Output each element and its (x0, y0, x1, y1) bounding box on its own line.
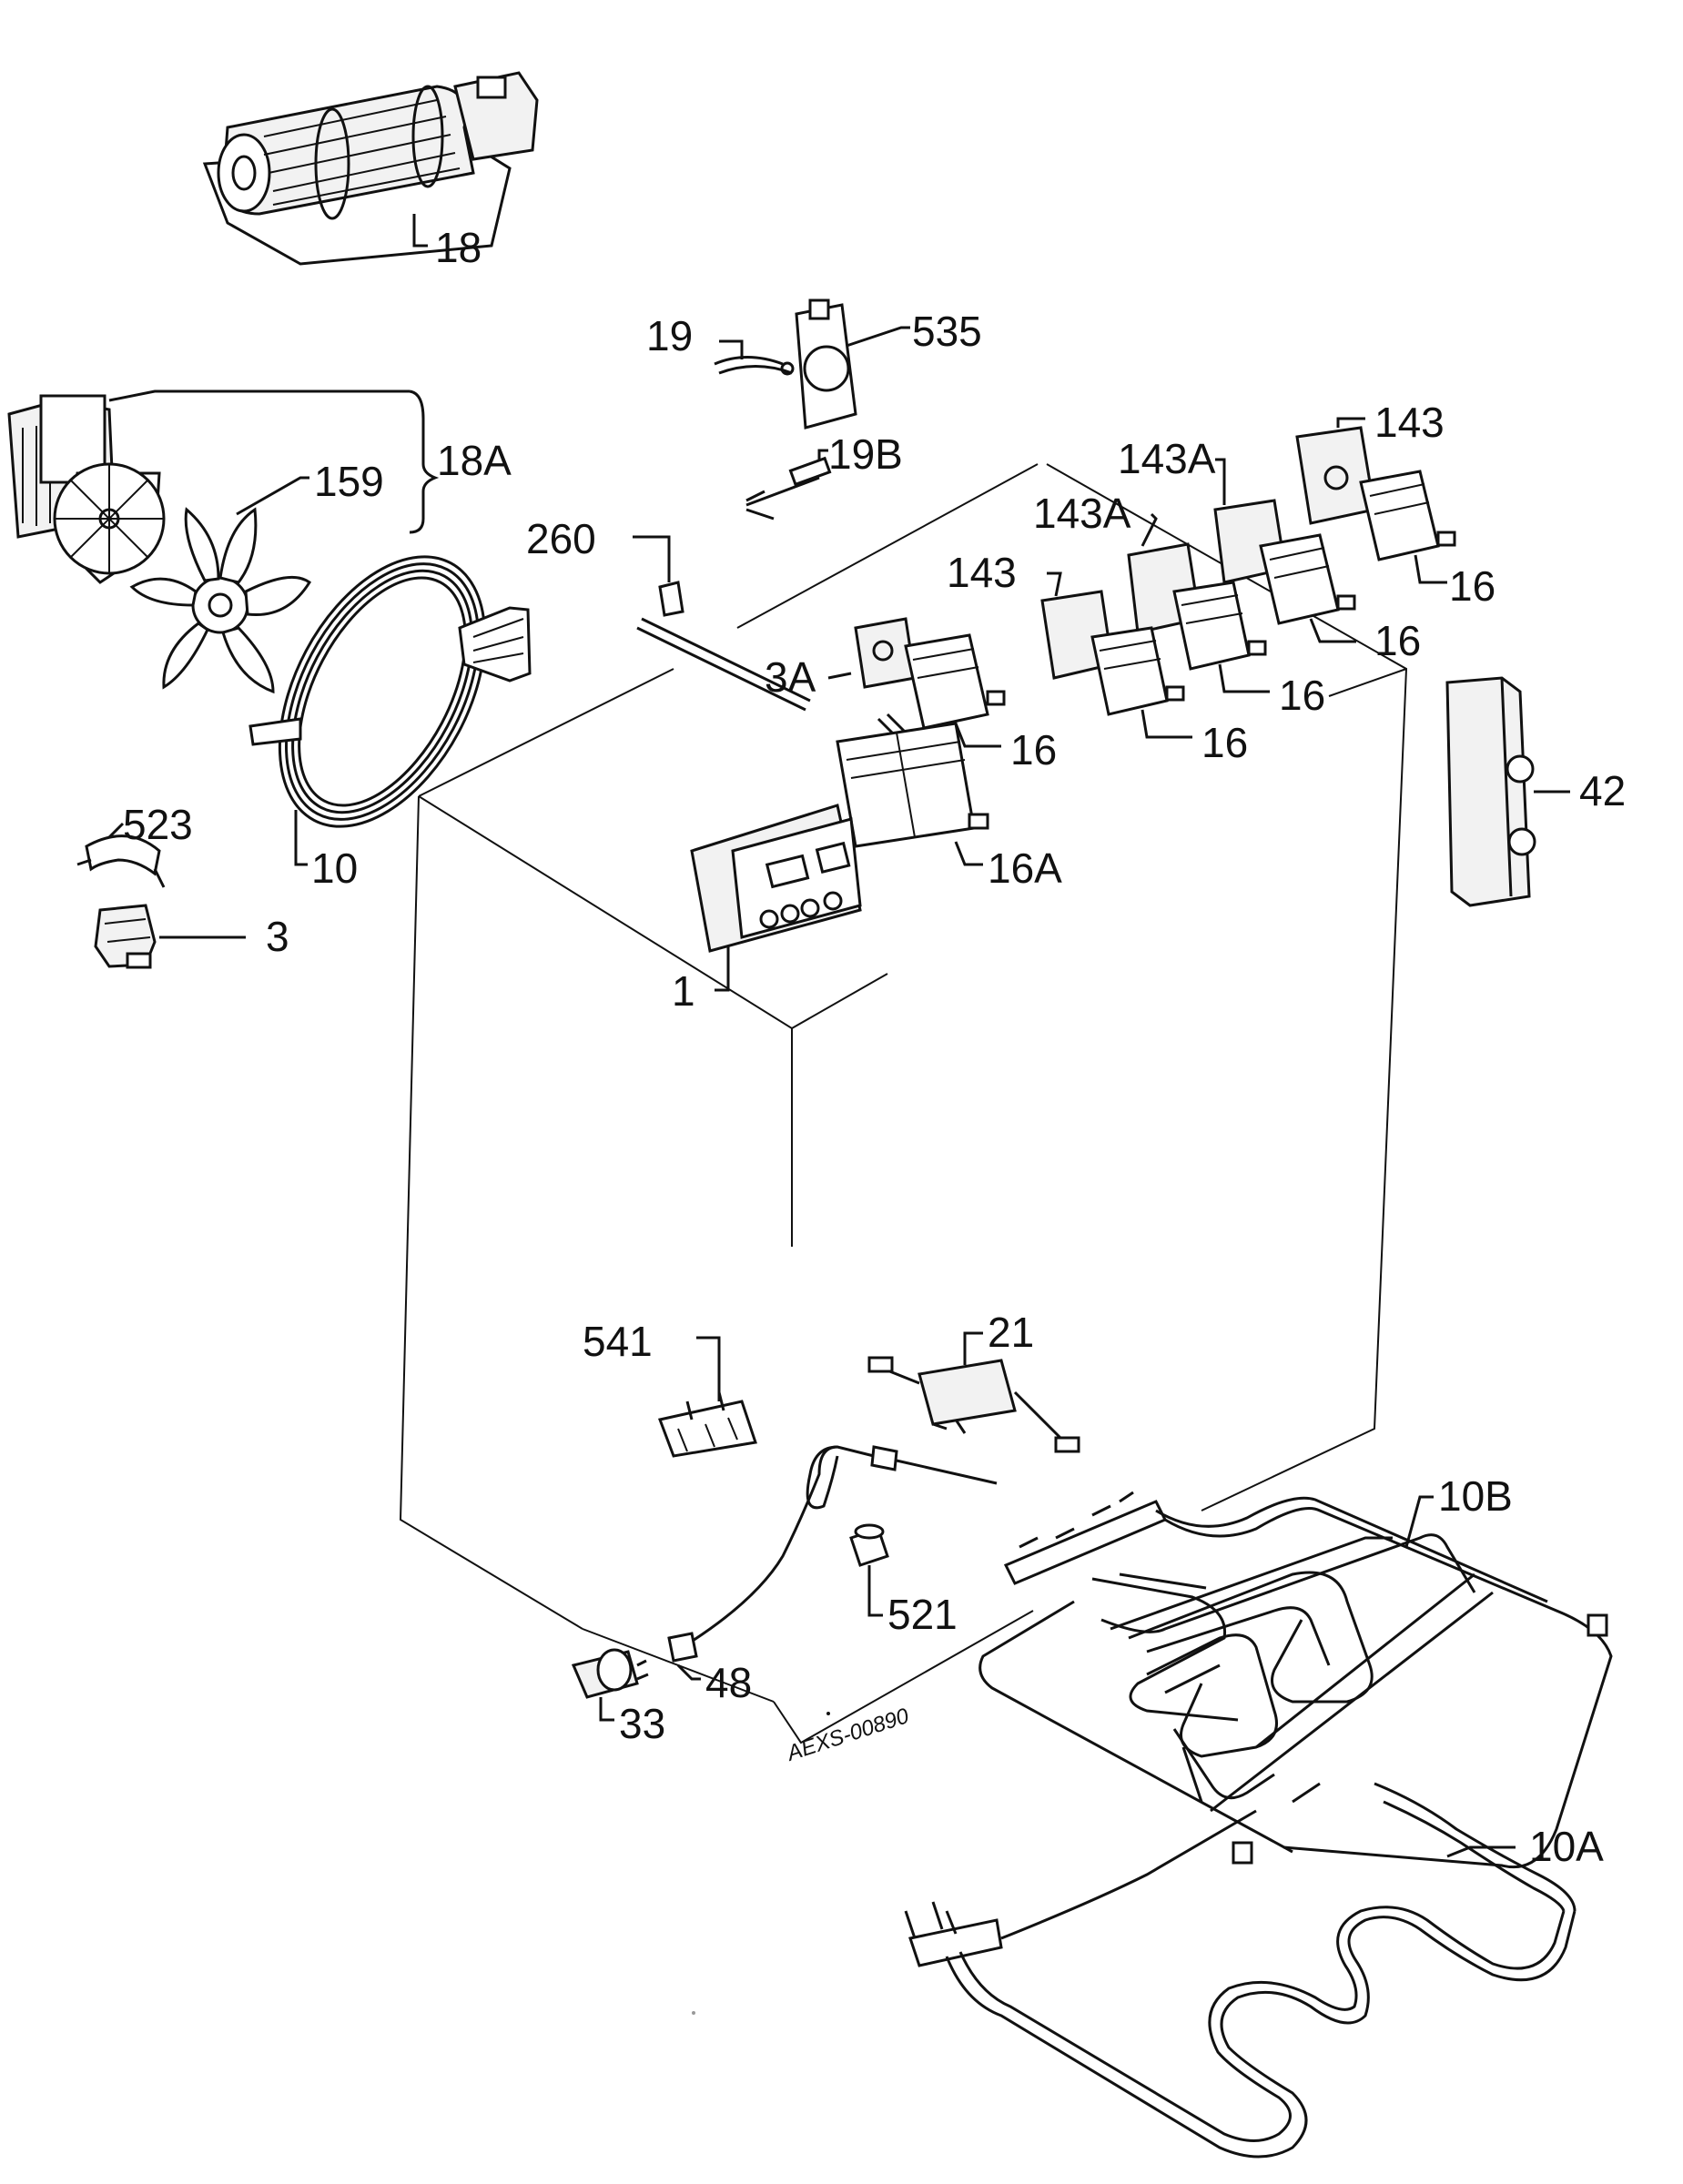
leader-10 (294, 810, 308, 866)
grill-element-part-10b (978, 1491, 1613, 1869)
leader-143a-2 (1141, 512, 1158, 547)
leader-143a-1 (1215, 458, 1226, 505)
leader-16-c (1218, 663, 1270, 693)
switch-part-16-d (1090, 626, 1185, 716)
leader-16-e (954, 723, 1001, 748)
label-48: 48 (705, 1659, 752, 1706)
leader-521 (867, 1565, 883, 1617)
label-16-e: 16 (1010, 726, 1057, 774)
leader-541 (696, 1336, 721, 1401)
leader-10a (1446, 1845, 1516, 1858)
label-42: 42 (1579, 767, 1626, 814)
bottom-element-part-10a (904, 1782, 1577, 2159)
label-18a: 18A (437, 437, 512, 484)
leader-535 (846, 326, 910, 348)
tangential-fan-part-18 (202, 71, 539, 266)
label-143a-1: 143A (1118, 435, 1216, 482)
label-10: 10 (311, 844, 358, 892)
label-19b: 19B (828, 430, 903, 478)
label-18: 18 (435, 224, 482, 271)
label-10b: 10B (1438, 1472, 1513, 1520)
switch-part-16-e (877, 633, 1006, 739)
speck-dot (692, 2011, 695, 2015)
label-21: 21 (988, 1309, 1034, 1356)
label-19: 19 (646, 312, 693, 359)
leader-143-2 (1047, 571, 1062, 597)
leader-19 (719, 339, 744, 359)
label-16-d: 16 (1201, 719, 1248, 766)
panel-part-42 (1445, 676, 1536, 907)
leader-18a (108, 389, 410, 402)
probe-part-260 (636, 581, 811, 712)
drawing-code: AEXS-00890 (783, 1704, 913, 1766)
leader-16-d (1141, 709, 1192, 739)
leader-19b (817, 449, 828, 460)
sensor-part-19b (745, 456, 832, 521)
leader-10b (1404, 1495, 1434, 1548)
label-33: 33 (619, 1700, 665, 1747)
thermostat-part-33 (571, 1648, 649, 1699)
thermal-fuse-part-21 (867, 1356, 1080, 1453)
label-260: 260 (526, 515, 596, 562)
thermostat-part-3 (94, 904, 157, 969)
electronic-timer-part-1 (690, 804, 862, 953)
timer-part-143-top (1295, 426, 1376, 525)
sensor-part-48 (667, 1445, 998, 1663)
switch-part-16a (836, 722, 989, 848)
bracket-part-535 (795, 298, 857, 430)
label-16a: 16A (988, 844, 1062, 892)
label-159: 159 (314, 458, 384, 505)
leader-260 (633, 535, 671, 582)
label-521: 521 (887, 1591, 958, 1638)
label-1: 1 (672, 967, 695, 1015)
label-143-2: 143 (947, 549, 1017, 596)
leader-21 (963, 1331, 983, 1365)
fan-motor-part-18a (7, 394, 166, 584)
label-541: 541 (583, 1318, 653, 1365)
switch-part-16-a (1359, 470, 1456, 561)
clip-part-523 (76, 834, 166, 888)
circular-element-part-10 (248, 555, 532, 828)
label-3a: 3A (765, 653, 816, 701)
label-16-b: 16 (1374, 617, 1421, 664)
label-143a-2: 143A (1033, 490, 1131, 537)
brace-18a (409, 389, 440, 534)
label-523: 523 (123, 801, 193, 848)
switch-part-16-b (1259, 533, 1356, 625)
leader-3a (827, 672, 852, 680)
leader-16-a (1414, 554, 1447, 584)
leader-18 (412, 214, 428, 248)
leader-523 (107, 822, 125, 839)
label-16-c: 16 (1279, 672, 1325, 719)
lamp-part-521 (849, 1523, 889, 1567)
wire-part-19 (714, 356, 795, 376)
leader-33 (599, 1697, 614, 1722)
label-3: 3 (266, 913, 289, 960)
label-10a: 10A (1529, 1823, 1604, 1870)
leader-143-top (1336, 417, 1365, 428)
leader-48 (676, 1663, 701, 1681)
fan-blade-part-159 (129, 507, 312, 694)
leader-1 (715, 946, 730, 992)
speck-dot (826, 1712, 830, 1715)
label-535: 535 (912, 308, 982, 355)
connector-part-541 (657, 1391, 757, 1458)
label-143-top: 143 (1374, 399, 1445, 446)
switch-part-16-c (1172, 581, 1267, 671)
leader-16-b (1309, 618, 1356, 643)
leader-159 (236, 476, 309, 516)
label-16-a: 16 (1449, 562, 1495, 610)
leader-16a (954, 841, 983, 866)
